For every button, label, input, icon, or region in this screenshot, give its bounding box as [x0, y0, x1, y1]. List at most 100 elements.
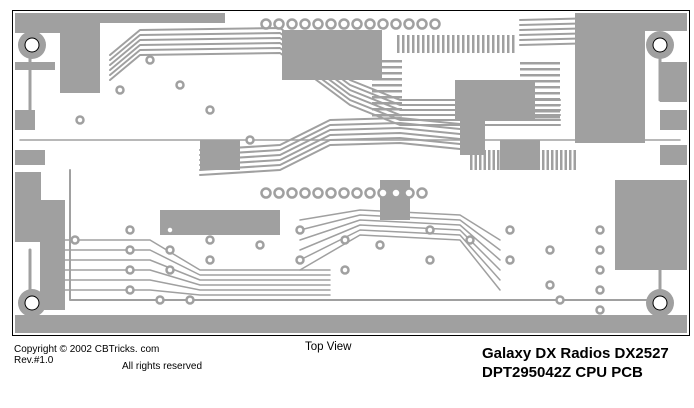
copper-pour: [15, 13, 225, 23]
trace: [199, 127, 471, 161]
smd-pad: [372, 102, 402, 105]
component-pad: [70, 235, 80, 245]
smd-pad: [520, 74, 560, 77]
header-pad: [416, 187, 428, 199]
smd-pad: [560, 150, 563, 170]
trace: [109, 37, 561, 111]
smd-pad: [372, 84, 402, 87]
smd-pad: [497, 150, 500, 170]
component-pad: [75, 115, 85, 125]
smd-pad: [372, 66, 402, 69]
component-pad: [425, 225, 435, 235]
copper-pour: [660, 62, 687, 102]
pads-layer: [18, 18, 674, 317]
header-pad: [351, 187, 363, 199]
copper-pour: [15, 315, 687, 333]
smd-pad: [520, 86, 560, 89]
header-pad: [403, 18, 415, 30]
component-pad: [595, 265, 605, 275]
header-pad: [416, 18, 428, 30]
header-pad: [286, 18, 298, 30]
smd-pad: [482, 35, 485, 53]
copper-pour: [660, 145, 687, 165]
smd-pad: [501, 150, 504, 170]
board-title-line1: Galaxy DX Radios DX2527: [482, 345, 669, 362]
trace: [199, 142, 471, 176]
component-pad: [125, 265, 135, 275]
component-pad: [545, 280, 555, 290]
component-pad: [465, 235, 475, 245]
smd-pad: [470, 150, 473, 170]
component-pad: [595, 285, 605, 295]
component-pad: [205, 255, 215, 265]
trace: [109, 32, 561, 106]
trace: [299, 219, 501, 261]
smd-pad: [462, 35, 465, 53]
smd-pad: [479, 150, 482, 170]
trace: [519, 22, 601, 26]
smd-pad: [432, 35, 435, 53]
smd-pad: [520, 92, 560, 95]
smd-pad: [372, 96, 402, 99]
header-pad: [299, 18, 311, 30]
component-pad: [505, 255, 515, 265]
trace: [199, 132, 471, 166]
smd-pad: [569, 150, 572, 170]
component-pad: [115, 85, 125, 95]
copper-pour: [640, 13, 687, 31]
component-pad: [340, 265, 350, 275]
smd-pad: [542, 150, 545, 170]
smd-pad: [520, 68, 560, 71]
smd-pad: [520, 62, 560, 65]
smd-pad: [467, 35, 470, 53]
component-pad: [295, 255, 305, 265]
smd-pad: [502, 35, 505, 53]
copper-pour: [615, 180, 687, 270]
trace: [519, 32, 601, 36]
view-label: Top View: [305, 341, 352, 353]
component-pad: [205, 105, 215, 115]
header-pad: [286, 187, 298, 199]
mounting-hole: [652, 295, 668, 311]
smd-pad: [488, 150, 491, 170]
header-pad: [390, 187, 402, 199]
smd-pad: [427, 35, 430, 53]
smd-pad: [551, 150, 554, 170]
header-pad: [351, 18, 363, 30]
copper-pour: [15, 110, 35, 130]
smd-pad: [546, 150, 549, 170]
smd-pad: [510, 150, 513, 170]
trace: [59, 269, 331, 286]
trace: [299, 224, 501, 271]
copper-pour: [15, 150, 45, 165]
component-pad: [185, 295, 195, 305]
smd-pad: [447, 35, 450, 53]
header-pad: [364, 187, 376, 199]
component-pad: [165, 245, 175, 255]
header-pad: [260, 187, 272, 199]
header-pad: [390, 18, 402, 30]
component-pad: [145, 55, 155, 65]
component-pad: [555, 295, 565, 305]
board-title-line2: DPT295042Z CPU PCB: [482, 364, 643, 381]
component-pad: [175, 80, 185, 90]
copyright-text: Copyright © 2002 CBTricks. com: [14, 344, 160, 355]
component-pad: [125, 225, 135, 235]
smd-pad: [512, 35, 515, 53]
smd-pad: [520, 110, 560, 113]
smd-pad: [442, 35, 445, 53]
trace: [59, 259, 331, 281]
header-pad: [312, 187, 324, 199]
trace: [59, 239, 331, 271]
component-pad: [595, 305, 605, 315]
copper-pour: [660, 110, 687, 130]
mounting-hole: [24, 295, 40, 311]
copper-pour: [575, 13, 645, 143]
trace: [109, 52, 561, 126]
smd-pad: [537, 150, 540, 170]
smd-pad: [372, 78, 402, 81]
smd-pad: [397, 35, 400, 53]
smd-pad: [533, 150, 536, 170]
smd-pad: [497, 35, 500, 53]
copper-pour: [40, 200, 65, 310]
